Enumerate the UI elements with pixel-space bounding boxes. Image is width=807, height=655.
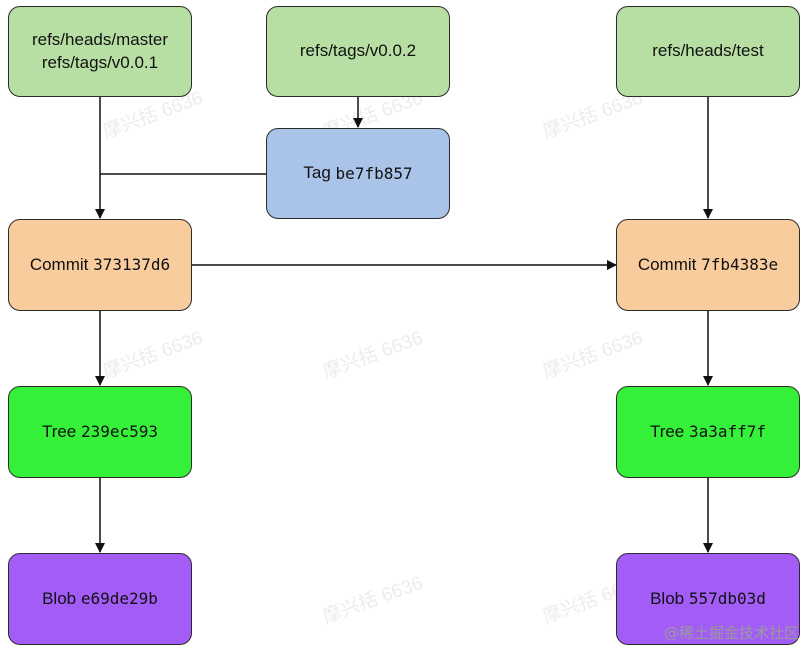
commit-2-type-label: Commit <box>637 254 697 274</box>
blob-1-hash: e69de29b <box>80 589 158 609</box>
tag-type-label: Tag <box>303 163 331 183</box>
commit-1-hash: 373137d6 <box>93 255 171 275</box>
tree-node-2: Tree 3a3aff7f <box>616 386 800 478</box>
ref-master-label: refs/heads/master <box>31 29 169 49</box>
blob-2-hash: 557db03d <box>688 589 766 609</box>
tree-1-type-label: Tree <box>41 421 77 441</box>
ref-tag-v002-node: refs/tags/v0.0.2 <box>266 6 450 97</box>
ref-tag-v002-label: refs/tags/v0.0.2 <box>299 41 417 61</box>
commit-2-hash: 7fb4383e <box>701 255 779 275</box>
tag-hash: be7fb857 <box>335 163 413 183</box>
tree-2-type-label: Tree <box>649 421 685 441</box>
blob-1-type-label: Blob <box>42 588 77 608</box>
source-credit: @稀土掘金技术社区 <box>663 624 799 642</box>
tree-1-hash: 239ec593 <box>81 422 159 442</box>
tree-node-1: Tree 239ec593 <box>8 386 192 478</box>
commit-node-1: Commit 373137d6 <box>8 219 192 311</box>
blob-node-2: Blob 557db03d <box>616 553 800 645</box>
ref-master-node: refs/heads/master refs/tags/v0.0.1 <box>8 6 192 97</box>
ref-test-label: refs/heads/test <box>652 41 764 61</box>
commit-1-type-label: Commit <box>29 254 89 274</box>
commit-node-2: Commit 7fb4383e <box>616 219 800 311</box>
tag-node: Tag be7fb857 <box>266 128 450 219</box>
ref-tag-v001-label: refs/tags/v0.0.1 <box>41 52 159 72</box>
ref-test-node: refs/heads/test <box>616 6 800 97</box>
blob-node-1: Blob e69de29b <box>8 553 192 645</box>
blob-2-type-label: Blob <box>650 588 685 608</box>
tree-2-hash: 3a3aff7f <box>689 422 767 442</box>
